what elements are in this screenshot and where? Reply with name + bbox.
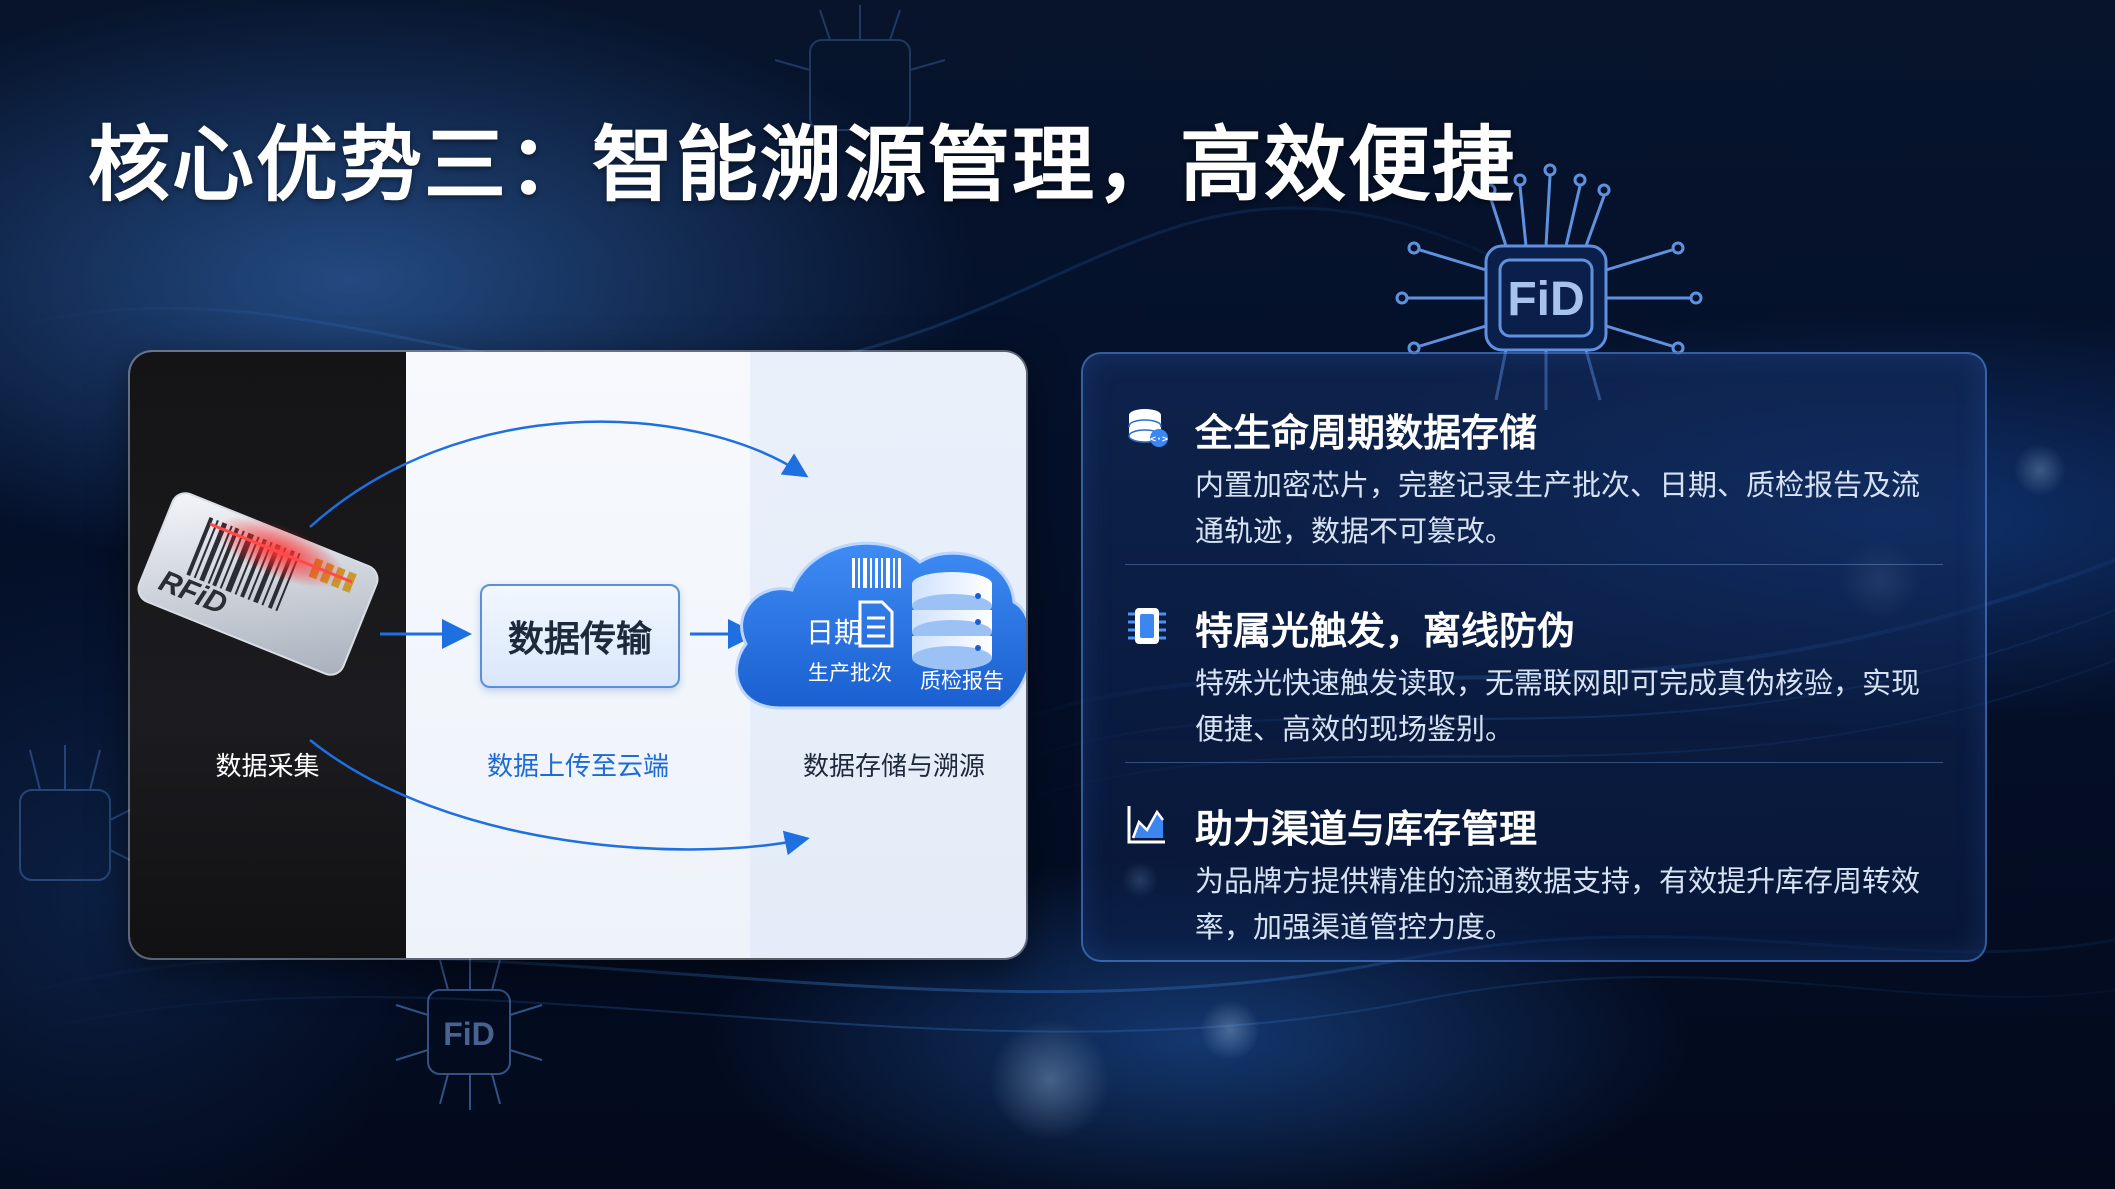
fid-chip-faint-top bbox=[774, 5, 946, 131]
features-panel: <·> 全生命周期数据存储 内置加密芯片，完整记录生产批次、日期、质检报告及流通… bbox=[1081, 352, 1987, 962]
upload-label: 数据上传至云端 bbox=[486, 752, 669, 782]
database-stack-icon bbox=[912, 572, 992, 670]
chart-icon bbox=[1127, 806, 1165, 844]
store-label: 数据存储与溯源 bbox=[802, 752, 985, 782]
document-icon bbox=[858, 600, 894, 648]
feature-title: 全生命周期数据存储 bbox=[1195, 411, 1538, 455]
flow-arrow-top bbox=[309, 420, 809, 528]
feature-title: 助力渠道与库存管理 bbox=[1195, 807, 1538, 851]
rfid-card-icon: RFiD bbox=[137, 492, 379, 676]
fid-chip-faint-bottom bbox=[395, 955, 543, 1110]
cloud-storage-icon: 日期 生产批次 质检报告 bbox=[735, 541, 1026, 710]
scan-laser-line bbox=[209, 522, 353, 584]
diagram-graphics: RFiD bbox=[137, 420, 1026, 856]
divider bbox=[1125, 564, 1943, 565]
chip-icon bbox=[1128, 608, 1166, 644]
page-title: 核心优势三：智能溯源管理，高效便捷 bbox=[88, 118, 1517, 213]
collect-stage-bg bbox=[130, 352, 406, 958]
transfer-box: 数据传输 bbox=[480, 584, 680, 688]
svg-text:<·>: <·> bbox=[1150, 434, 1168, 445]
cloud-report-label: 质检报告 bbox=[920, 669, 1004, 693]
cloud-batch-label: 生产批次 bbox=[808, 661, 892, 685]
flow-arrow-bottom bbox=[309, 739, 810, 856]
feature-desc: 特殊光快速触发读取，无需联网即可完成真伪核验，实现便捷、高效的现场鉴别。 bbox=[1195, 666, 1921, 746]
fid-chip-large-label: FiD bbox=[1507, 273, 1584, 326]
cloud-date-label: 日期 bbox=[806, 616, 862, 649]
fid-chip-faint-label: FiD bbox=[443, 1016, 495, 1052]
divider bbox=[1125, 762, 1943, 763]
collect-label: 数据采集 bbox=[215, 752, 320, 782]
feature-desc: 为品牌方提供精准的流通数据支持，有效提升库存周转效率，加强渠道管控力度。 bbox=[1195, 864, 1921, 944]
feature-desc: 内置加密芯片，完整记录生产批次、日期、质检报告及流通轨迹，数据不可篡改。 bbox=[1195, 468, 1921, 548]
process-diagram: RFiD bbox=[130, 352, 1026, 958]
database-icon: <·> bbox=[1128, 409, 1168, 447]
feature-title: 特属光触发，离线防伪 bbox=[1195, 609, 1576, 653]
